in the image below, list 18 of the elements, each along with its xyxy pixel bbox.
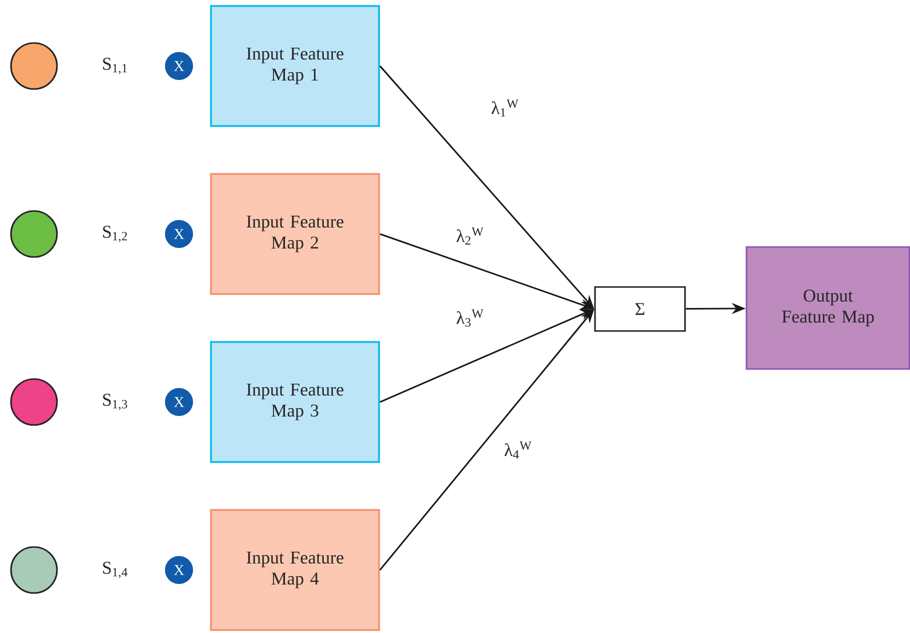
colored-circle [10,42,58,90]
edge-label: λ$_{4}$W [504,441,532,459]
weight-label: S$_{1,1}$ [103,58,127,74]
colored-circle [10,210,58,258]
feature-map-box: Input Feature Map 4 [210,509,380,631]
weight-label: S$_{1,3}$ [103,394,128,410]
feature-map-box: Input Feature Map 2 [210,173,380,295]
output-feature-map-box: Output Feature Map [746,246,910,370]
feature-map-box: Input Feature Map 1 [210,5,380,127]
feature-map-box: Input Feature Map 3 [210,341,380,463]
edge-label: λ$_{1}$W [492,99,518,117]
edge-label: λ$_{2}$W [456,227,484,245]
weight-label: S$_{1,2}$ [103,226,127,242]
colored-circle [10,546,58,594]
sum-box: Σ [594,286,686,332]
weight-label: S$_{1,4}$ [103,562,128,578]
colored-circle [10,378,58,426]
edge-label: λ$_{3}$W [456,309,484,327]
